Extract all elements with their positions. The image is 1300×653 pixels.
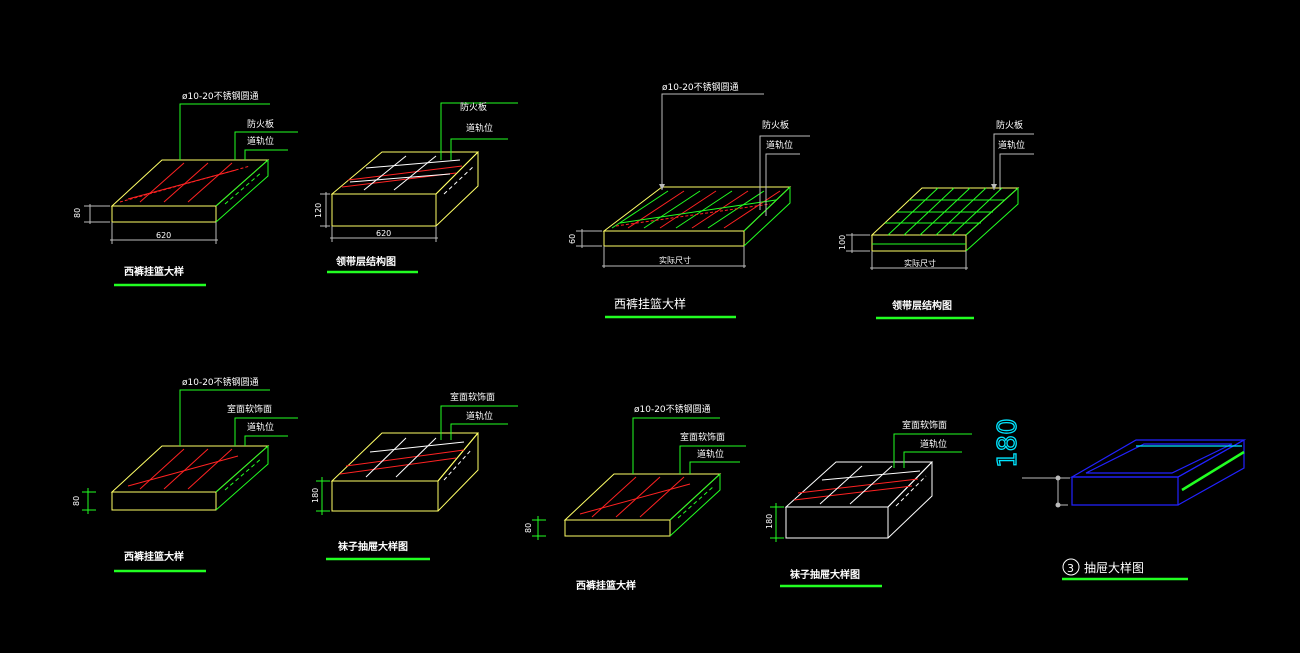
dim-height-text: 80 — [524, 523, 533, 533]
label-1: 室面软饰面 — [450, 391, 495, 403]
dim-width-text: 实际尺寸 — [659, 255, 691, 265]
label-1: 室面软饰面 — [902, 419, 947, 431]
dimension-height — [84, 204, 110, 224]
label-2: 道轨位 — [998, 139, 1025, 151]
label-2: 道轨位 — [766, 139, 793, 151]
basket-3d — [602, 186, 792, 247]
dimension-height — [770, 503, 784, 542]
drawing-3: ø10-20不锈钢圆通 防火板 道轨位 60 实际尺寸 西裤挂篮大样 — [568, 81, 810, 319]
dimension-height — [316, 477, 330, 515]
dimension-width — [602, 246, 746, 268]
drawer-detail-3d — [1069, 439, 1247, 506]
label-2: 道轨位 — [466, 410, 493, 422]
dim-width-text: 620 — [156, 231, 171, 240]
drawing-6: 室面软饰面 道轨位 180 袜子抽屉大样图 — [311, 391, 518, 561]
basket-3d — [563, 473, 722, 537]
label-1: 防火板 — [247, 118, 274, 130]
drawing-title: 抽屉大样图 — [1084, 560, 1144, 575]
leader-label: ø10-20不锈钢圆通 — [634, 403, 711, 415]
dim-height-text: 60 — [568, 234, 577, 244]
dimension-width — [110, 222, 218, 244]
dimension-height — [576, 229, 602, 248]
drawer-3d — [784, 461, 934, 539]
drawing-5: ø10-20不锈钢圆通 室面软饰面 道轨位 80 西裤挂篮大样 — [72, 376, 298, 573]
drawing-7: ø10-20不锈钢圆通 室面软饰面 道轨位 80 西裤挂篮大样 — [524, 403, 746, 592]
drawing-9: 180 3 抽屉大样图 — [992, 418, 1247, 581]
big-dimension-line — [1022, 477, 1070, 506]
drawing-title: 西裤挂篮大样 — [124, 550, 184, 563]
dimension-height — [532, 516, 546, 540]
dimension-width — [870, 251, 968, 270]
drawing-title: 领带层结构图 — [892, 299, 952, 312]
label-2: 道轨位 — [466, 122, 493, 134]
label-2: 道轨位 — [697, 448, 724, 460]
dimension-width — [330, 226, 438, 242]
drawing-title: 袜子抽屉大样图 — [337, 540, 408, 553]
leader-label: ø10-20不锈钢圆通 — [182, 376, 259, 388]
dim-dot-icon — [1055, 502, 1061, 508]
detail-number: 3 — [1067, 562, 1074, 575]
dim-height-text: 80 — [73, 208, 82, 218]
drawing-8: 室面软饰面 道轨位 180 袜子抽屉大样图 — [765, 419, 972, 588]
drawing-title: 西裤挂篮大样 — [576, 579, 636, 592]
detail-number-circle-icon — [1062, 558, 1080, 576]
grid-tray-3d — [870, 187, 1020, 252]
basket-3d — [110, 159, 270, 223]
dimension-height — [82, 488, 96, 514]
big-dimension-text: 180 — [993, 418, 1023, 468]
drawing-title: 西裤挂篮大样 — [614, 296, 686, 311]
dim-dot-icon — [1055, 475, 1061, 481]
basket-3d — [110, 445, 270, 511]
label-1: 室面软饰面 — [680, 431, 725, 443]
label-2: 道轨位 — [247, 421, 274, 433]
drawing-4: 防火板 道轨位 100 实际尺寸 领带层结构图 — [838, 119, 1034, 320]
dim-height-text: 120 — [314, 203, 323, 218]
dim-width-text: 620 — [376, 229, 391, 238]
dim-height-text: 100 — [838, 235, 847, 250]
dimension-height — [320, 192, 330, 228]
leader-label: ø10-20不锈钢圆通 — [182, 90, 259, 102]
drawing-title: 领带层结构图 — [336, 255, 396, 268]
drawing-2: 防火板 道轨位 120 620 领带层结构图 — [314, 101, 518, 274]
drawer-3d — [330, 432, 480, 512]
drawing-title: 袜子抽屉大样图 — [789, 568, 860, 581]
label-1: 室面软饰面 — [227, 403, 272, 415]
dimension-height — [846, 233, 870, 253]
label-2: 道轨位 — [920, 438, 947, 450]
label-1: 防火板 — [762, 119, 789, 131]
drawing-1: ø10-20不锈钢圆通 防火板 道轨位 80 620 西裤挂篮大样 — [73, 90, 298, 287]
dim-height-text: 80 — [72, 496, 81, 506]
dim-height-text: 180 — [311, 488, 320, 503]
dim-width-text: 实际尺寸 — [904, 258, 936, 268]
dim-height-text: 180 — [765, 514, 774, 529]
label-1: 防火板 — [996, 119, 1023, 131]
leader-label: ø10-20不锈钢圆通 — [662, 81, 739, 93]
label-1: 防火板 — [460, 101, 487, 113]
drawing-title: 西裤挂篮大样 — [124, 265, 184, 278]
label-2: 道轨位 — [247, 135, 274, 147]
tray-3d — [330, 151, 480, 227]
